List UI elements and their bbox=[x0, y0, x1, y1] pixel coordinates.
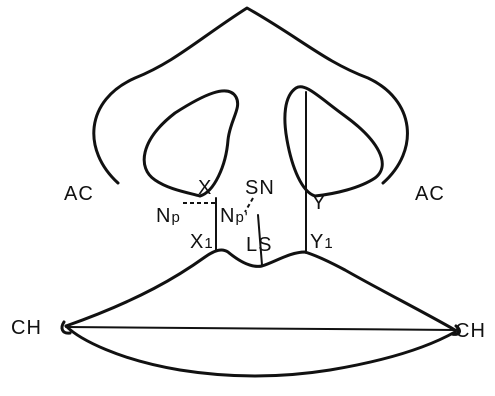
label-x1: X1 bbox=[190, 232, 214, 252]
label-ac-left: AC bbox=[64, 184, 94, 204]
label-y-top: Y bbox=[312, 193, 326, 213]
label-np-right: Np' bbox=[220, 206, 249, 226]
right-nostril bbox=[285, 87, 382, 196]
label-ac-right: AC bbox=[415, 184, 445, 204]
label-sn: SN bbox=[245, 178, 275, 198]
label-ch-right: CH bbox=[455, 321, 486, 341]
label-ls: LS bbox=[246, 235, 272, 255]
label-x-top: X bbox=[198, 178, 212, 198]
upper-lip-outline bbox=[66, 250, 455, 330]
lower-lip-outline bbox=[66, 326, 455, 376]
label-y1: Y1 bbox=[310, 232, 334, 252]
label-ch-left: CH bbox=[11, 318, 42, 338]
commissure-line bbox=[66, 327, 455, 330]
nose-outline bbox=[94, 8, 408, 183]
left-nostril bbox=[144, 91, 237, 196]
label-np-left: Np bbox=[156, 206, 181, 226]
